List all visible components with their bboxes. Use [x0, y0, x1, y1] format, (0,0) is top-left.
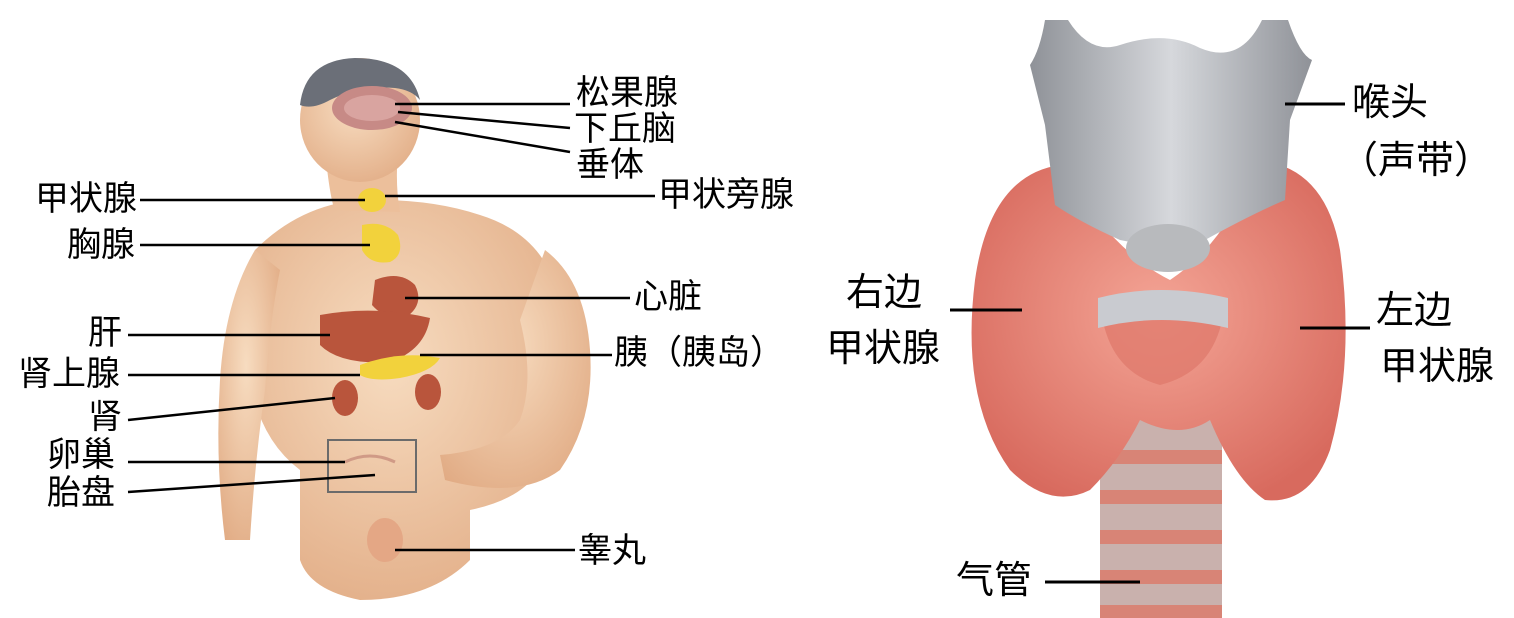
label-heart: 心脏: [634, 278, 702, 316]
label-larynx-line2: （声带）: [1340, 138, 1492, 182]
label-right-lobe-line1: 右边: [846, 270, 922, 314]
label-left-lobe-line1: 左边: [1376, 288, 1452, 332]
label-pineal: 松果腺: [576, 74, 678, 112]
label-larynx-line1: 喉头: [1352, 80, 1428, 124]
label-liver: 肝: [88, 314, 122, 352]
label-testis: 睾丸: [578, 532, 646, 570]
label-parathyroid: 甲状旁腺: [658, 176, 794, 214]
label-thyroid: 甲状腺: [35, 180, 137, 218]
label-thymus: 胸腺: [67, 226, 135, 264]
label-trachea: 气管: [956, 558, 1032, 602]
thyroid-illustration: [972, 20, 1346, 618]
label-adrenal: 肾上腺: [18, 355, 120, 393]
label-left-lobe-line2: 甲状腺: [1380, 344, 1494, 388]
label-placenta: 胎盘: [47, 474, 115, 512]
label-kidney: 肾: [88, 398, 122, 436]
label-right-lobe-line2: 甲状腺: [826, 326, 940, 370]
label-ovary: 卵巢: [47, 436, 115, 474]
label-hypothalamus: 下丘脑: [574, 110, 676, 148]
label-pituitary: 垂体: [576, 146, 644, 184]
label-pancreas: 胰（胰岛）: [614, 334, 784, 372]
